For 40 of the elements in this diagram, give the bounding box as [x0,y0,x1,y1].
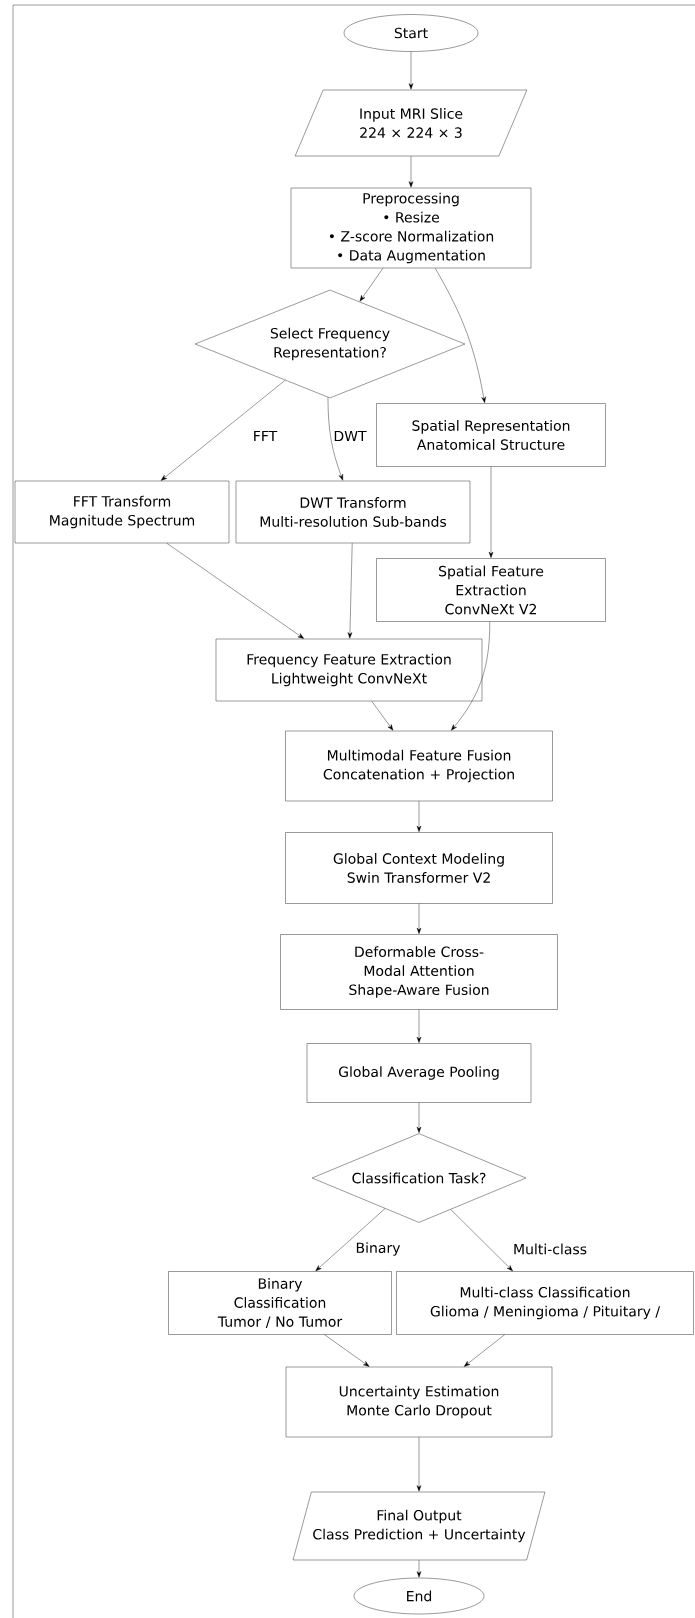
arrow [359,268,384,302]
process-box: Spatial Feature Extraction ConvNeXt V2 [376,558,606,622]
process-box: Deformable Cross-Modal Attention Shape-Aware Fusion [280,934,558,1010]
process-box: Spatial Representation Anatomical Structure [376,403,606,467]
process-box: DWT Transform Multi-resolution Sub-bands [235,480,471,544]
arrow [408,51,414,90]
process-box: Global Context Modeling Swin Transformer V2 [285,832,553,904]
arrow [451,621,490,731]
arrow [408,156,414,188]
edge-label: FFT [251,429,279,443]
process-box: Global Average Pooling [306,1043,532,1103]
io-parallelogram: Final Output Class Prediction + Uncertainty [292,1491,546,1561]
edge-label: Binary [354,1241,402,1257]
arrow [464,1334,505,1367]
arrow [416,1437,422,1492]
arrow [324,1334,370,1367]
arrow [435,268,486,403]
arrow [450,1209,513,1272]
process-box: Multimodal Feature Fusion Concatenation + Projection [285,730,553,802]
arrow [371,701,394,731]
process-box: Frequency Feature Extraction Lightweight ConvNeXt [215,638,483,702]
arrow [327,397,343,481]
arrow [416,1102,422,1133]
process-box: FFT Transform Magnitude Spectrum [14,480,230,544]
process-box: Uncertainty Estimation Monte Carlo Dropout [285,1366,553,1438]
arrow [416,1560,422,1578]
process-box: Binary Classification Tumor / No Tumor [168,1271,392,1335]
process-box: Preprocessing • Resize • Z-score Normalization • Data Augmentation [290,187,532,269]
edge-label: DWT [332,429,368,443]
arrow [488,466,494,558]
io-parallelogram: Input MRI Slice 224 × 224 × 3 [294,89,528,157]
process-box: Multi-class Classification Glioma / Meningioma / Pituitary / [396,1271,694,1335]
edge-label: Multi-class [512,1242,588,1256]
arrow [416,1009,422,1043]
arrow [160,380,286,481]
arrow [416,903,422,934]
arrow [166,543,304,639]
arrow [315,1208,386,1272]
arrow [347,543,353,639]
arrow [416,801,422,832]
